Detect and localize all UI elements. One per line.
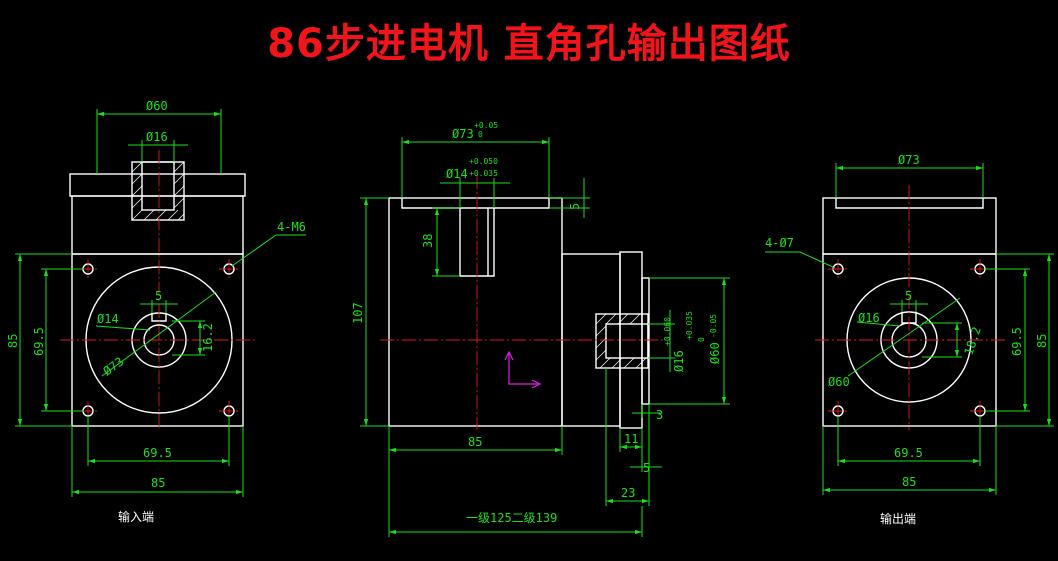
dim-out-key: 5 [905,289,912,303]
dim-height-107: 107 [351,302,365,324]
input-bore-hatch [131,161,185,221]
output-dimensions [765,163,1054,495]
dim-output-d16: Ø16 [672,350,686,372]
input-dimension-texts: Ø60 Ø16 4-M6 5 Ø14 16.2 Ø73 85 69.5 69.5… [6,99,306,524]
dim-out-holes: 4-Ø7 [765,236,794,250]
input-view-label: 输入端 [118,509,154,524]
dim-out-d73: Ø73 [898,153,920,167]
dim-total-length: 一级125二级139 [466,511,557,525]
output-centerlines [815,185,1005,430]
drawing-title: 86步进电机 直角孔输出图纸 [267,21,791,67]
side-bore-hatch [595,313,647,369]
dim-width-85: 85 [151,476,165,490]
dim-width-69-5: 69.5 [143,446,172,460]
side-view: Ø73 +0.05 0 Ø14 +0.050 +0.035 5 38 107 8… [351,121,730,537]
dim-out-height-69-5: 69.5 [1010,327,1024,356]
dim-out-width-85: 85 [902,475,916,489]
dim-out-width-69-5: 69.5 [894,446,923,460]
output-end-view: Ø73 4-Ø7 5 Ø16 18.2 Ø60 69.5 85 69.5 85 … [765,153,1054,526]
dim-output-tol-low: +0.035 [685,311,694,340]
dim-flange-d73: Ø73 [452,127,474,141]
dim-spigot-tol-up: 0 [697,337,706,342]
side-view-outline [388,197,650,429]
dim-flange-tol-up: +0.05 [474,121,498,130]
dim-spigot-d60: Ø60 [708,342,722,364]
dim-spigot-tol-low: -0.05 [709,314,718,338]
dim-bore-tol-up: +0.050 [469,157,498,166]
dim-height-69-5: 69.5 [32,327,46,356]
side-centerlines [380,175,665,430]
dim-depth-38: 38 [421,234,435,248]
dim-d60: Ø60 [146,99,168,113]
dim-bore-d14: Ø14 [446,167,468,181]
output-view-outline [822,197,997,427]
dim-step-5: 5 [568,203,582,210]
dim-key: 5 [155,289,162,303]
dim-flange-tol-low: 0 [478,130,483,139]
dim-23: 23 [621,486,635,500]
output-view-label: 输出端 [880,511,916,526]
dim-out-key-depth: 18.2 [962,325,984,357]
dim-out-height-85: 85 [1035,334,1049,348]
ucs-icon [504,350,542,389]
dim-out-d16: Ø16 [858,311,880,325]
output-dimension-texts: Ø73 4-Ø7 5 Ø16 18.2 Ø60 69.5 85 69.5 85 … [765,153,1049,526]
side-dimension-texts: Ø73 +0.05 0 Ø14 +0.050 +0.035 5 38 107 8… [351,121,722,525]
dim-width-85: 85 [468,435,482,449]
dim-3: 3 [656,408,663,422]
dim-out-d60: Ø60 [828,375,850,389]
dim-5: 5 [643,461,650,475]
dim-d14: Ø14 [97,312,119,326]
dim-height-85: 85 [6,334,20,348]
dim-key-depth: 16.2 [201,323,215,352]
side-dimensions [360,137,730,537]
dim-output-tol-up: +0.060 [663,317,672,346]
input-end-view: Ø60 Ø16 4-M6 5 Ø14 16.2 Ø73 85 69.5 69.5… [6,99,306,524]
input-dimensions [15,109,306,497]
dim-thread: 4-M6 [277,220,306,234]
dim-bore-tol-low: +0.035 [469,169,498,178]
dim-11: 11 [624,432,638,446]
dim-d16: Ø16 [146,130,168,144]
